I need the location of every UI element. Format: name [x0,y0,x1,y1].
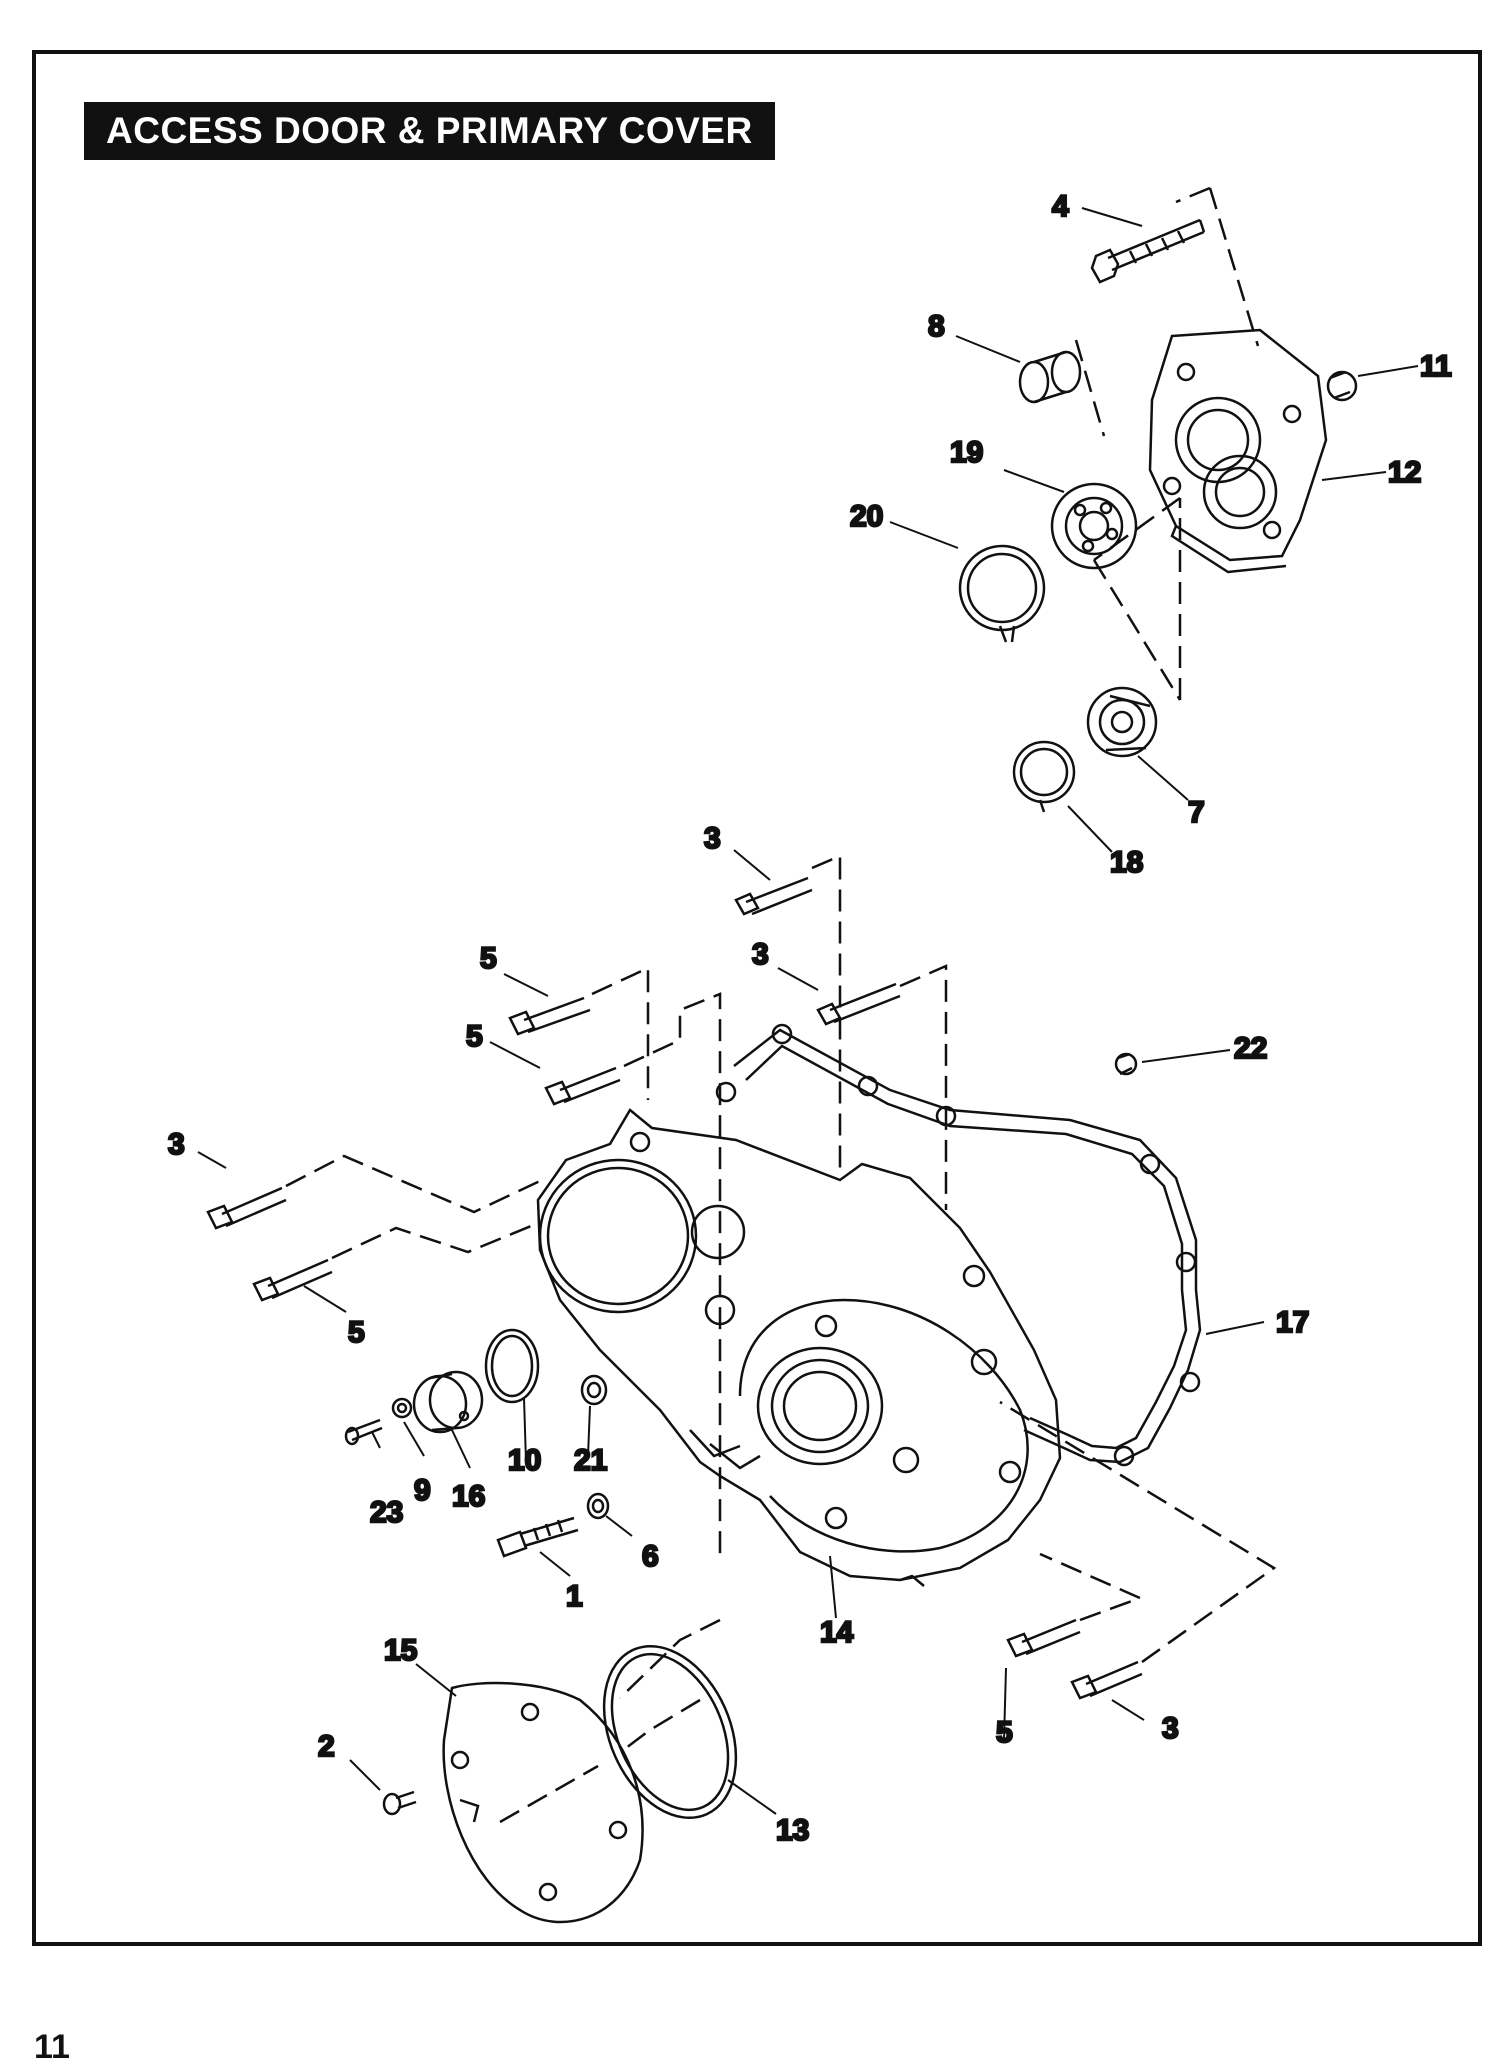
page-number: 11 [34,2028,70,2066]
callout-3-left: 3 [168,1128,185,1161]
page-title: ACCESS DOOR & PRIMARY COVER [84,102,775,160]
retaining-ring-part-20 [958,544,1046,643]
page-frame [32,50,1482,1946]
callout-13: 13 [776,1814,809,1847]
callout-5-upper: 5 [480,942,497,975]
callout-9: 9 [414,1474,431,1507]
callout-21: 21 [574,1444,607,1477]
callout-17: 17 [1276,1306,1309,1339]
callout-19: 19 [950,436,983,469]
bearing-part-19 [1050,482,1138,570]
o-ring-part-10 [484,1328,540,1404]
callout-18: 18 [1110,846,1143,879]
bearing-part-7 [1086,686,1158,758]
access-door-part-15 [442,1681,644,1924]
callout-20: 20 [850,500,883,533]
primary-cover-part-14 [536,1108,1062,1587]
retaining-ring-part-18 [1012,740,1076,813]
screw-part-2 [382,1790,417,1816]
gasket-part-17 [715,1023,1202,1467]
screws-parts-3-and-5 [206,876,1143,1700]
callout-6: 6 [642,1540,659,1573]
callout-5-second: 5 [466,1020,483,1053]
callout-16: 16 [452,1480,485,1513]
spacer-part-8 [1018,350,1082,404]
alignment-lines-lower [285,854,1277,1824]
bolt-part-1 [496,1516,579,1558]
dowel-part-22 [1114,1052,1138,1076]
callout-11: 11 [1420,350,1452,383]
callout-8: 8 [928,310,945,343]
spacer-part-21 [580,1374,608,1406]
callout-12: 12 [1388,456,1421,489]
callout-7: 7 [1188,796,1205,829]
screw-part-23 [344,1418,383,1446]
callout-3-lower: 3 [1162,1712,1179,1745]
callout-labels: 4 8 11 19 12 20 7 18 3 3 5 5 22 3 17 5 2… [167,189,1453,1849]
callout-3-top: 3 [704,822,721,855]
dowel-part-11 [1326,370,1358,402]
washer-part-6 [586,1492,610,1520]
washer-part-9 [391,1397,413,1419]
callout-14: 14 [820,1616,854,1649]
bearing-housing-part-12 [1148,328,1328,574]
callout-leader-lines [197,207,1419,1815]
callout-3-middle: 3 [752,938,769,971]
o-ring-part-13 [602,1644,738,1820]
callout-2: 2 [318,1730,335,1763]
callout-5-lower: 5 [996,1716,1013,1749]
cap-part-16 [412,1370,484,1434]
callout-4: 4 [1052,190,1069,223]
bolt-part-4 [1090,218,1206,284]
callout-10: 10 [508,1444,541,1477]
callout-5-left: 5 [348,1316,365,1349]
callout-23: 23 [370,1496,403,1529]
alignment-lines-upper [1074,186,1260,701]
callout-1: 1 [566,1580,583,1613]
callout-15: 15 [384,1634,417,1667]
callout-22: 22 [1234,1032,1267,1065]
